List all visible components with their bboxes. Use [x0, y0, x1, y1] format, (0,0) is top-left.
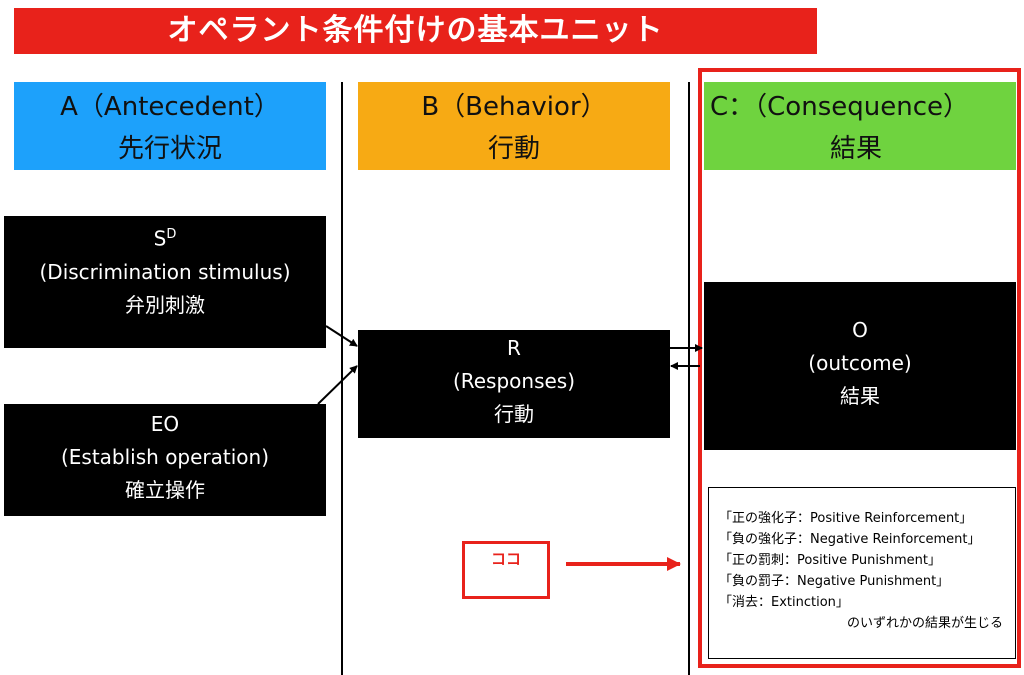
column-header-antecedent: A（Antecedent） 先行状況 [14, 82, 326, 170]
column-header-behavior: B（Behavior） 行動 [358, 82, 670, 170]
legend-item: 「負の罰子：Negative Punishment」 [719, 574, 950, 589]
sd-english: (Discrimination stimulus) [39, 259, 291, 284]
consequence-highlight-frame [698, 68, 1021, 668]
sd-japanese: 弁別刺激 [125, 292, 205, 317]
legend-tail: のいずれかの結果が生じる [846, 616, 1003, 631]
legend-item: 「消去：Extinction」 [719, 595, 849, 610]
consequence-types-box: 「正の強化子：Positive Reinforcement」 「負の強化子：Ne… [708, 487, 1016, 659]
sd-label: SD [153, 226, 177, 251]
eo-japanese: 確立操作 [125, 478, 205, 502]
column-header-consequence-jp: 結果 [830, 134, 883, 164]
column-header-consequence-en: C：（Consequence） [710, 92, 969, 122]
legend-item: 「正の強化子：Positive Reinforcement」 [719, 511, 973, 526]
arrow-sd-to-r [325, 325, 358, 347]
arrow-eo-to-r [317, 365, 358, 405]
legend-item: 「正の罰刺：Positive Punishment」 [719, 553, 941, 568]
column-header-antecedent-en: A（Antecedent） [60, 92, 280, 122]
eo-label: EO [150, 412, 180, 436]
discrimination-stimulus-box: SD (Discrimination stimulus) 弁別刺激 [4, 216, 326, 348]
outcome-box: O (outcome) 結果 [704, 282, 1016, 450]
r-japanese: 行動 [494, 402, 534, 426]
r-english: (Responses) [452, 369, 576, 393]
establish-operation-box: EO (Establish operation) 確立操作 [4, 404, 326, 516]
responses-box: R (Responses) 行動 [358, 330, 670, 438]
eo-english: (Establish operation) [60, 445, 270, 469]
o-english: (outcome) [808, 351, 912, 375]
column-divider-1 [341, 82, 343, 675]
r-label: R [507, 336, 521, 360]
column-header-consequence: C：（Consequence） 結果 [704, 82, 1016, 170]
legend-item: 「負の強化子：Negative Reinforcement」 [719, 532, 981, 547]
page-title: オペラント条件付けの基本ユニット [14, 8, 817, 54]
o-label: O [852, 318, 868, 342]
o-japanese: 結果 [840, 384, 880, 408]
column-header-behavior-en: B（Behavior） [421, 92, 607, 122]
column-header-behavior-jp: 行動 [487, 134, 540, 164]
column-divider-2 [688, 82, 690, 675]
column-header-antecedent-jp: 先行状況 [117, 134, 222, 164]
koko-callout: ココ [462, 541, 550, 599]
